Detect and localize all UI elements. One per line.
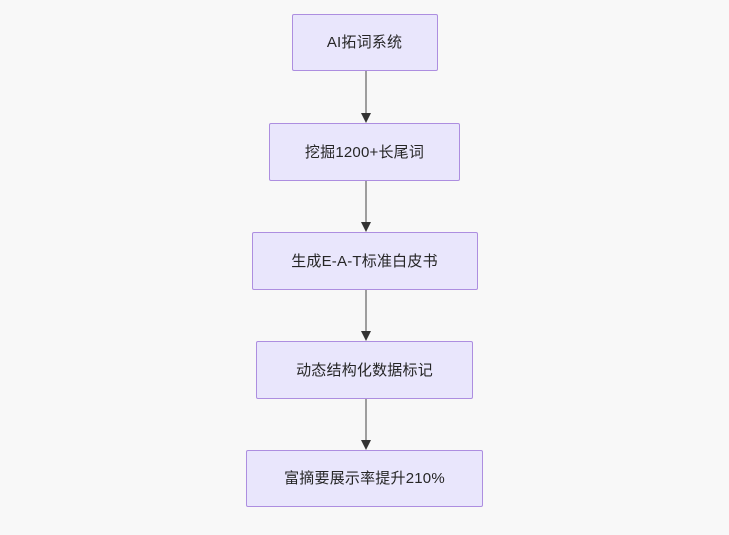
flowchart-node-n2[interactable]: 挖掘1200+长尾词 bbox=[269, 123, 460, 181]
flowchart-node-n4-label: 动态结构化数据标记 bbox=[296, 361, 433, 379]
flowchart-node-n3[interactable]: 生成E-A-T标准白皮书 bbox=[251, 232, 478, 290]
flowchart-node-n5-label: 富摘要展示率提升210% bbox=[284, 470, 445, 487]
flowchart-node-n3-label: 生成E-A-T标准白皮书 bbox=[291, 252, 438, 270]
flowchart-node-n5[interactable]: 富摘要展示率提升210% bbox=[246, 450, 483, 507]
flowchart-node-n1-label: AI拓词系统 bbox=[326, 34, 403, 51]
flowchart-node-n1[interactable]: AI拓词系统 bbox=[291, 14, 438, 71]
flowchart-node-n4[interactable]: 动态结构化数据标记 bbox=[256, 341, 473, 399]
flowchart-node-n2-label: 挖掘1200+长尾词 bbox=[304, 143, 425, 161]
